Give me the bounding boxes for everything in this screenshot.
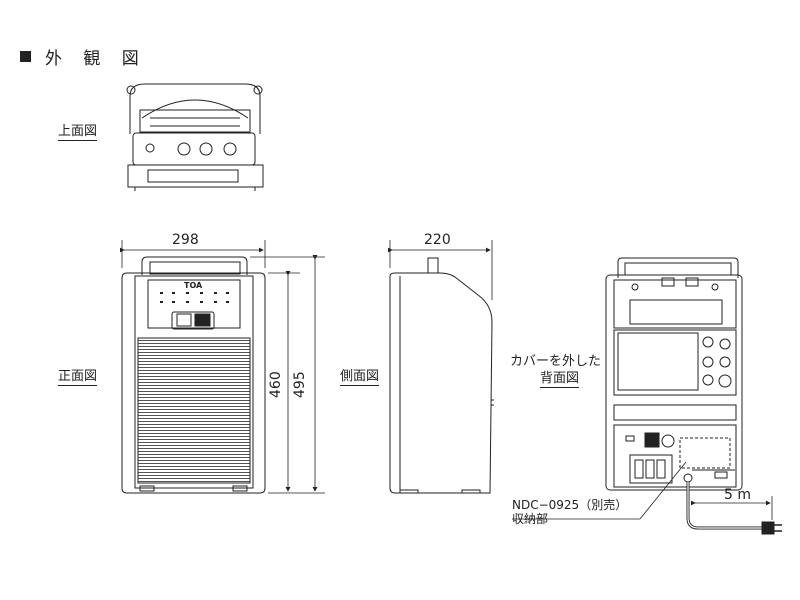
back-jack-1: [719, 338, 731, 350]
back-terminal-block: [629, 454, 673, 484]
front-dimensions: [120, 240, 325, 494]
power-cable: [686, 482, 782, 535]
square-bullet-icon: [20, 51, 31, 62]
front-view: [121, 256, 266, 494]
side-body: [389, 272, 493, 494]
side-view: [389, 257, 494, 494]
front-foot-left: [139, 485, 155, 492]
back-view: [605, 257, 743, 491]
front-display-frame: [171, 311, 215, 330]
drawing-title: 外 観 図: [20, 44, 147, 69]
back-battery-connector: [644, 432, 660, 448]
label-side-view: 側面図: [340, 365, 380, 386]
top-handle-outer: [129, 83, 261, 134]
back-handle-inner: [624, 262, 732, 276]
back-jack-3: [718, 374, 732, 388]
front-speaker-grille: [137, 337, 251, 484]
dim-cable-length: 5 m: [724, 487, 751, 503]
front-body: [121, 272, 266, 494]
top-knob-1: [177, 142, 191, 156]
front-handle: [141, 256, 248, 275]
back-knob-3: [702, 374, 714, 386]
front-panel: [134, 275, 254, 489]
top-handle-screw-left: [126, 85, 136, 95]
back-module-bay: [613, 329, 737, 396]
annotation-leader: [512, 461, 687, 520]
back-lower-compartment: [613, 424, 737, 488]
dim-depth: 220: [424, 232, 451, 248]
back-body: [605, 274, 743, 491]
front-receiver-slot: [194, 313, 211, 327]
top-knob-2: [199, 142, 213, 156]
label-back-view-line1: カバーを外した: [510, 354, 602, 369]
side-dimensions: [388, 240, 493, 300]
back-jack-2: [719, 356, 731, 368]
back-middle-cover: [613, 404, 737, 421]
top-base-recess: [147, 169, 239, 183]
dim-width: 298: [172, 232, 199, 248]
front-handle-inner: [149, 261, 241, 275]
back-dc-jack: [661, 434, 675, 448]
front-control-area: [147, 279, 241, 329]
back-top-recess: [629, 299, 723, 325]
top-jack: [145, 143, 155, 153]
label-back-view-line2: 背面図: [540, 367, 580, 388]
back-top-cover: [613, 279, 737, 329]
brand-logo-text: TOA: [184, 281, 203, 290]
side-handle: [427, 257, 439, 274]
back-handle: [617, 257, 739, 278]
top-handle-screw-right: [253, 85, 263, 95]
cable-dimension: [691, 496, 773, 520]
power-plug-icon: [761, 521, 775, 535]
top-knob-3: [223, 142, 237, 156]
top-base: [127, 164, 264, 188]
annotation-ndc: NDC−0925（別売）: [512, 498, 628, 512]
drawing-title-text: 外 観 図: [45, 49, 147, 69]
back-knob-1: [702, 336, 714, 348]
front-display-window: [176, 313, 192, 327]
back-fuse: [714, 471, 728, 479]
front-foot-right: [232, 485, 248, 492]
back-switch: [625, 435, 635, 442]
top-handle-grip: [139, 109, 251, 133]
label-top-view: 上面図: [58, 120, 98, 141]
back-storage-area: [679, 437, 731, 469]
label-front-view: 正面図: [58, 365, 98, 386]
top-control-panel: [132, 132, 256, 166]
top-view: [126, 83, 264, 191]
top-handle-arc: [141, 99, 249, 119]
back-module-slot: [617, 332, 699, 391]
back-knob-2: [702, 356, 714, 368]
back-cable-outlet: [683, 473, 693, 483]
